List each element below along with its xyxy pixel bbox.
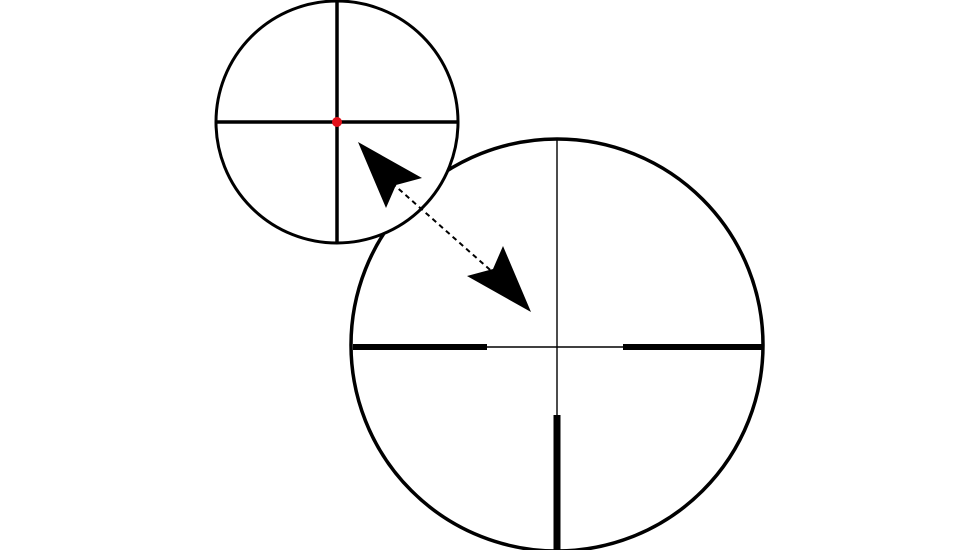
arrowhead-down-right xyxy=(467,246,531,312)
illuminated-red-dot-icon xyxy=(332,117,342,127)
dashed-arrow-shaft xyxy=(391,182,498,277)
main-reticle-bottom-post xyxy=(553,415,561,550)
inset-reticle xyxy=(214,0,460,245)
double-headed-dashed-arrow-icon xyxy=(358,142,531,312)
main-reticle-left-post xyxy=(353,344,487,350)
main-reticle xyxy=(349,137,765,550)
main-reticle-ring xyxy=(349,137,765,550)
arrowhead-up-left xyxy=(358,142,422,208)
main-reticle-right-post xyxy=(623,344,762,350)
